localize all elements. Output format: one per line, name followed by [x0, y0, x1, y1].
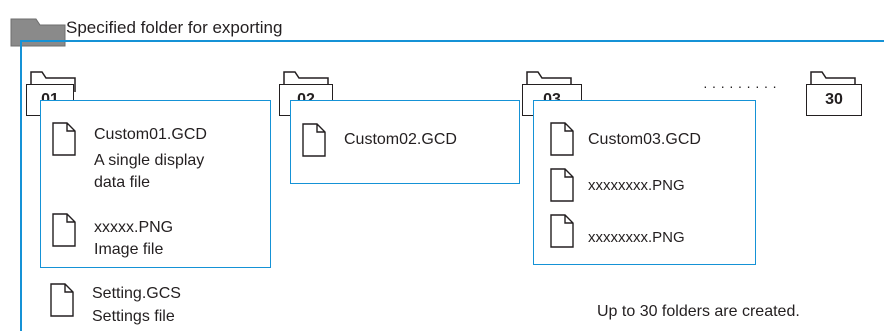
settings-file-name: Setting.GCS	[92, 285, 181, 302]
file-icon	[52, 213, 76, 247]
root-connector-horizontal	[20, 40, 884, 42]
file-name: xxxxxxxx.PNG	[588, 177, 685, 194]
file-icon	[550, 168, 574, 202]
file-icon	[50, 283, 74, 317]
file-icon	[550, 214, 574, 248]
ellipsis-dots: ·········	[703, 78, 781, 94]
file-icon	[550, 122, 574, 156]
file-name: xxxxx.PNG	[94, 219, 174, 236]
file-name: Custom01.GCD	[94, 126, 207, 143]
root-folder-title: Specified folder for exporting	[66, 18, 283, 37]
file-description: A single display	[94, 152, 205, 169]
folder-limit-note: Up to 30 folders are created.	[597, 303, 800, 320]
file-name: Custom03.GCD	[588, 131, 701, 148]
file-icon	[52, 122, 76, 156]
root-folder-icon	[10, 18, 66, 47]
file-icon	[302, 123, 326, 157]
root-connector-vertical	[20, 40, 22, 331]
folder-02-panel	[290, 100, 520, 184]
file-description: data file	[94, 174, 151, 191]
folder-30-label: 30	[806, 84, 862, 116]
file-name: Custom02.GCD	[344, 131, 457, 148]
file-description: Image file	[94, 241, 164, 258]
file-name: xxxxxxxx.PNG	[588, 229, 685, 246]
folder-01-panel	[40, 100, 271, 268]
settings-file-description: Settings file	[92, 308, 175, 325]
